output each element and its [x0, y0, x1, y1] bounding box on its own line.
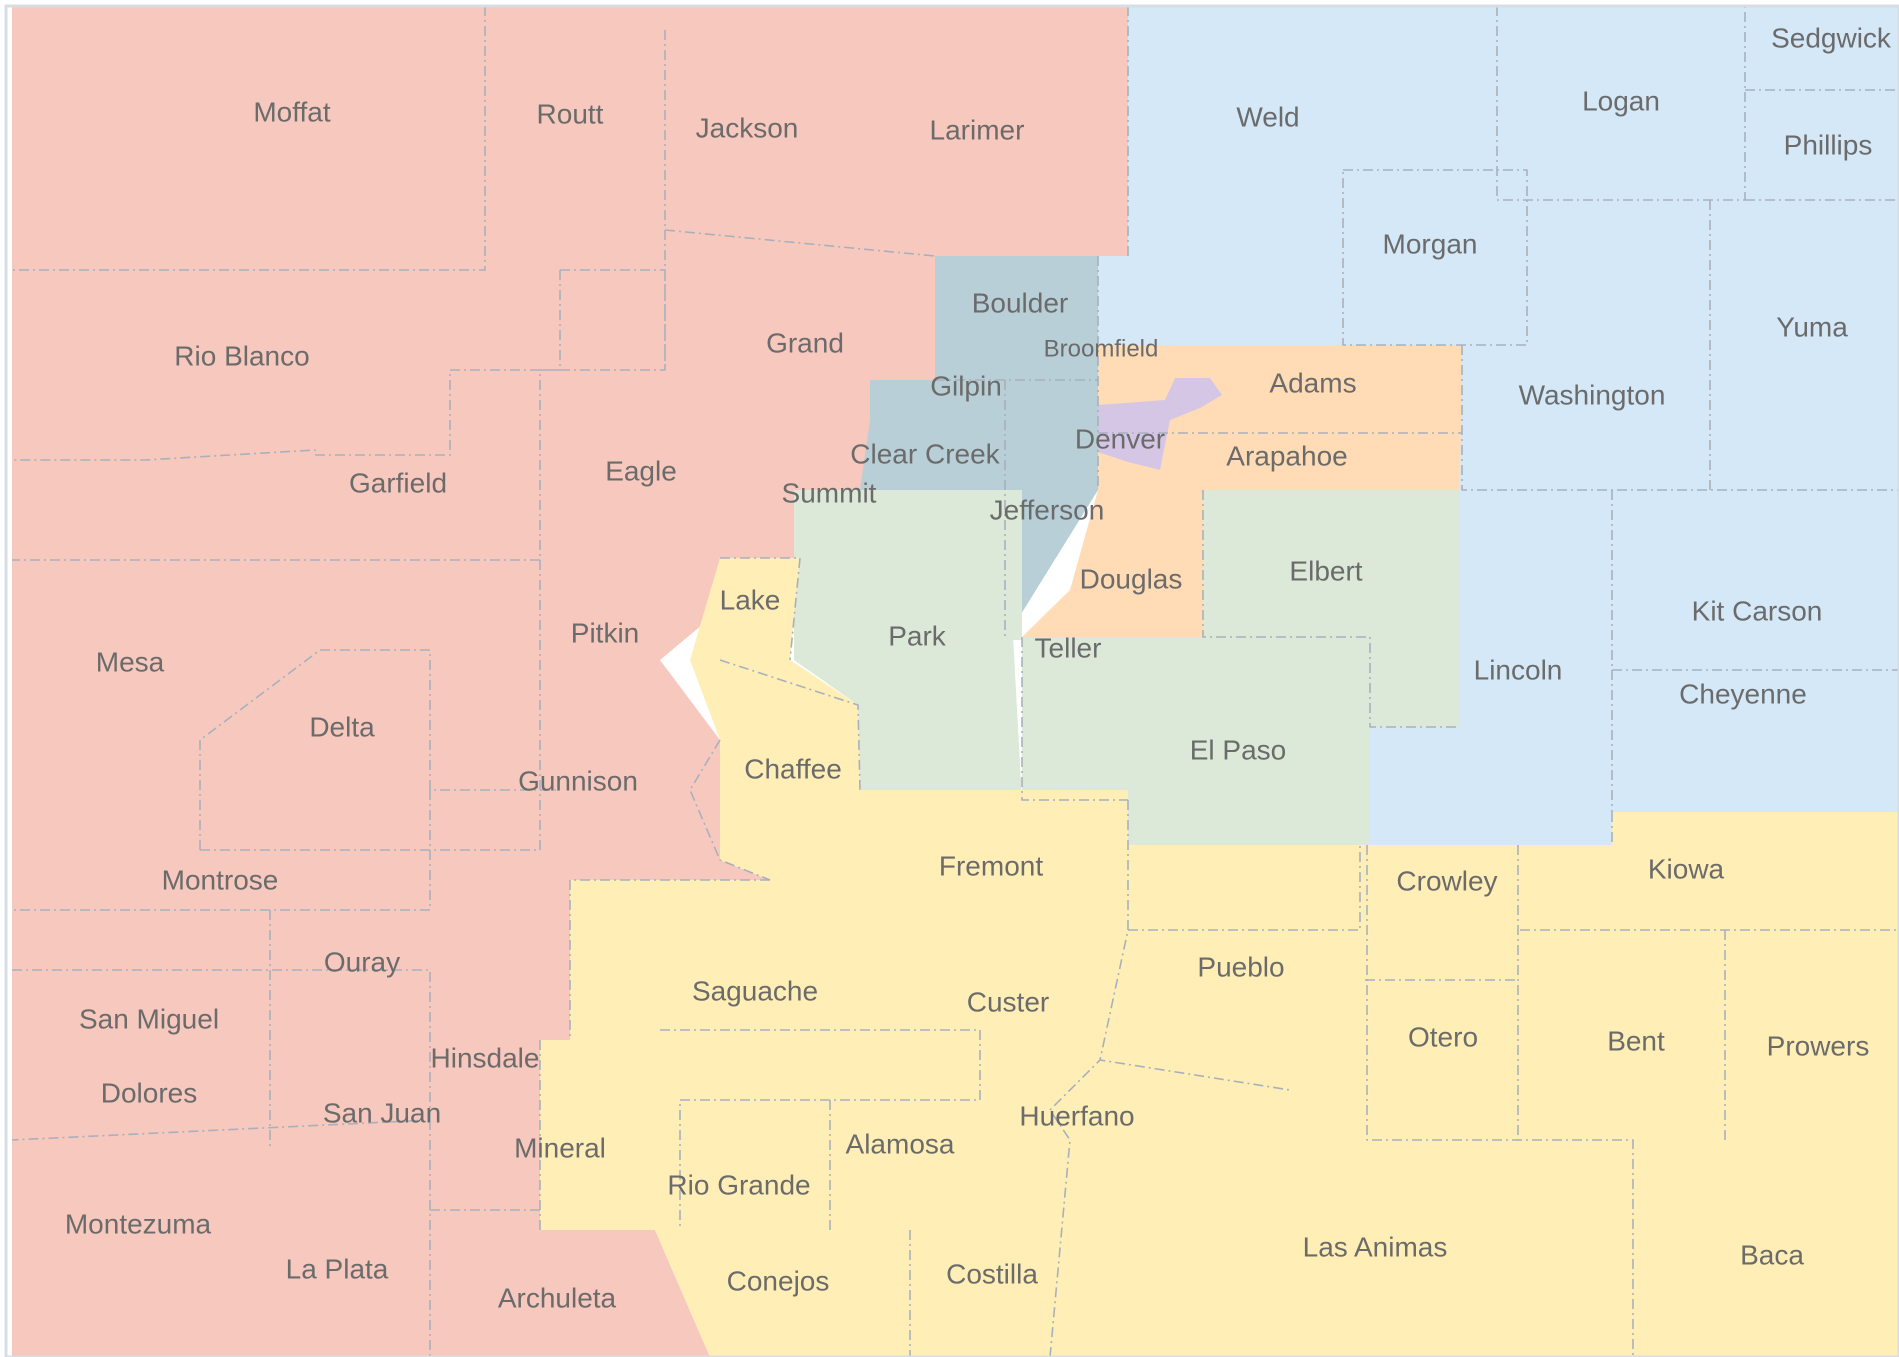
county-label-san-juan: San Juan — [323, 1097, 441, 1128]
county-label-ouray: Ouray — [324, 946, 400, 977]
county-label-kit-carson: Kit Carson — [1692, 595, 1823, 626]
county-label-huerfano: Huerfano — [1019, 1100, 1134, 1131]
region-clear-creek-bg — [860, 380, 1005, 490]
county-border-lines — [11, 6, 1899, 1357]
county-label-elbert: Elbert — [1289, 555, 1362, 586]
region-douglas-bg — [1022, 490, 1203, 637]
region-backgrounds — [12, 6, 1899, 1357]
region-denver-bg — [1098, 378, 1222, 470]
county-label-phillips: Phillips — [1784, 129, 1873, 160]
county-label-jefferson: Jefferson — [990, 494, 1105, 525]
county-label-baca: Baca — [1740, 1239, 1804, 1270]
county-label-archuleta: Archuleta — [498, 1282, 617, 1313]
county-label-gunnison: Gunnison — [518, 765, 638, 796]
county-label-montrose: Montrose — [162, 864, 279, 895]
county-label-eagle: Eagle — [605, 455, 677, 486]
county-label-pitkin: Pitkin — [571, 617, 639, 648]
county-label-bent: Bent — [1607, 1025, 1665, 1056]
county-label-cheyenne: Cheyenne — [1679, 678, 1807, 709]
county-label-larimer: Larimer — [930, 114, 1025, 145]
county-label-sedgwick: Sedgwick — [1771, 22, 1892, 53]
county-label-mesa: Mesa — [96, 646, 165, 677]
county-label-lincoln: Lincoln — [1474, 654, 1563, 685]
county-label-prowers: Prowers — [1767, 1030, 1870, 1061]
county-label-yuma: Yuma — [1776, 311, 1848, 342]
county-label-costilla: Costilla — [946, 1258, 1038, 1289]
county-label-las-animas: Las Animas — [1303, 1231, 1448, 1262]
county-label-moffat: Moffat — [253, 96, 331, 127]
county-label-chaffee: Chaffee — [744, 753, 842, 784]
county-label-weld: Weld — [1236, 101, 1299, 132]
region-park-bg — [794, 490, 1022, 800]
region-eastern-bg — [1098, 6, 1899, 845]
county-label-rio-blanco: Rio Blanco — [174, 340, 309, 371]
county-label-washington: Washington — [1519, 379, 1666, 410]
county-label-lake: Lake — [720, 584, 781, 615]
region-northwest-bg — [12, 6, 1128, 1357]
county-label-logan: Logan — [1582, 85, 1660, 116]
county-borders — [11, 6, 1899, 1357]
county-label-la-plata: La Plata — [286, 1253, 389, 1284]
county-label-garfield: Garfield — [349, 467, 447, 498]
county-label-park: Park — [888, 620, 947, 651]
county-label-mineral: Mineral — [514, 1132, 606, 1163]
county-label-delta: Delta — [309, 711, 375, 742]
county-label-grand: Grand — [766, 327, 844, 358]
county-label-broomfield: Broomfield — [1044, 335, 1159, 362]
county-label-denver: Denver — [1075, 423, 1165, 454]
county-label-san-miguel: San Miguel — [79, 1003, 219, 1034]
county-label-dolores: Dolores — [101, 1077, 197, 1108]
county-label-gilpin: Gilpin — [930, 370, 1002, 401]
region-southern-bg — [540, 558, 1899, 1357]
county-label-crowley: Crowley — [1396, 865, 1497, 896]
county-label-pueblo: Pueblo — [1197, 951, 1284, 982]
county-label-fremont: Fremont — [939, 850, 1043, 881]
county-label-teller: Teller — [1035, 632, 1102, 663]
county-label-custer: Custer — [967, 986, 1049, 1017]
county-label-morgan: Morgan — [1383, 228, 1478, 259]
county-label-saguache: Saguache — [692, 975, 818, 1006]
county-label-kiowa: Kiowa — [1648, 853, 1725, 884]
county-label-arapahoe: Arapahoe — [1226, 440, 1347, 471]
county-label-douglas: Douglas — [1080, 563, 1183, 594]
county-label-alamosa: Alamosa — [846, 1128, 955, 1159]
county-label-adams: Adams — [1269, 367, 1356, 398]
county-label-boulder: Boulder — [972, 287, 1069, 318]
county-label-otero: Otero — [1408, 1021, 1478, 1052]
county-label-hinsdale: Hinsdale — [431, 1042, 540, 1073]
county-label-jackson: Jackson — [696, 112, 799, 143]
county-label-routt: Routt — [537, 98, 604, 129]
county-label-summit: Summit — [782, 477, 877, 508]
county-label-rio-grande: Rio Grande — [667, 1169, 810, 1200]
region-central-bg — [794, 490, 1460, 845]
map-frame — [4, 4, 1899, 1357]
county-label-el-paso: El Paso — [1190, 734, 1287, 765]
county-label-montezuma: Montezuma — [65, 1208, 212, 1239]
county-label-conejos: Conejos — [727, 1265, 830, 1296]
county-label-clear-creek: Clear Creek — [850, 438, 1000, 469]
